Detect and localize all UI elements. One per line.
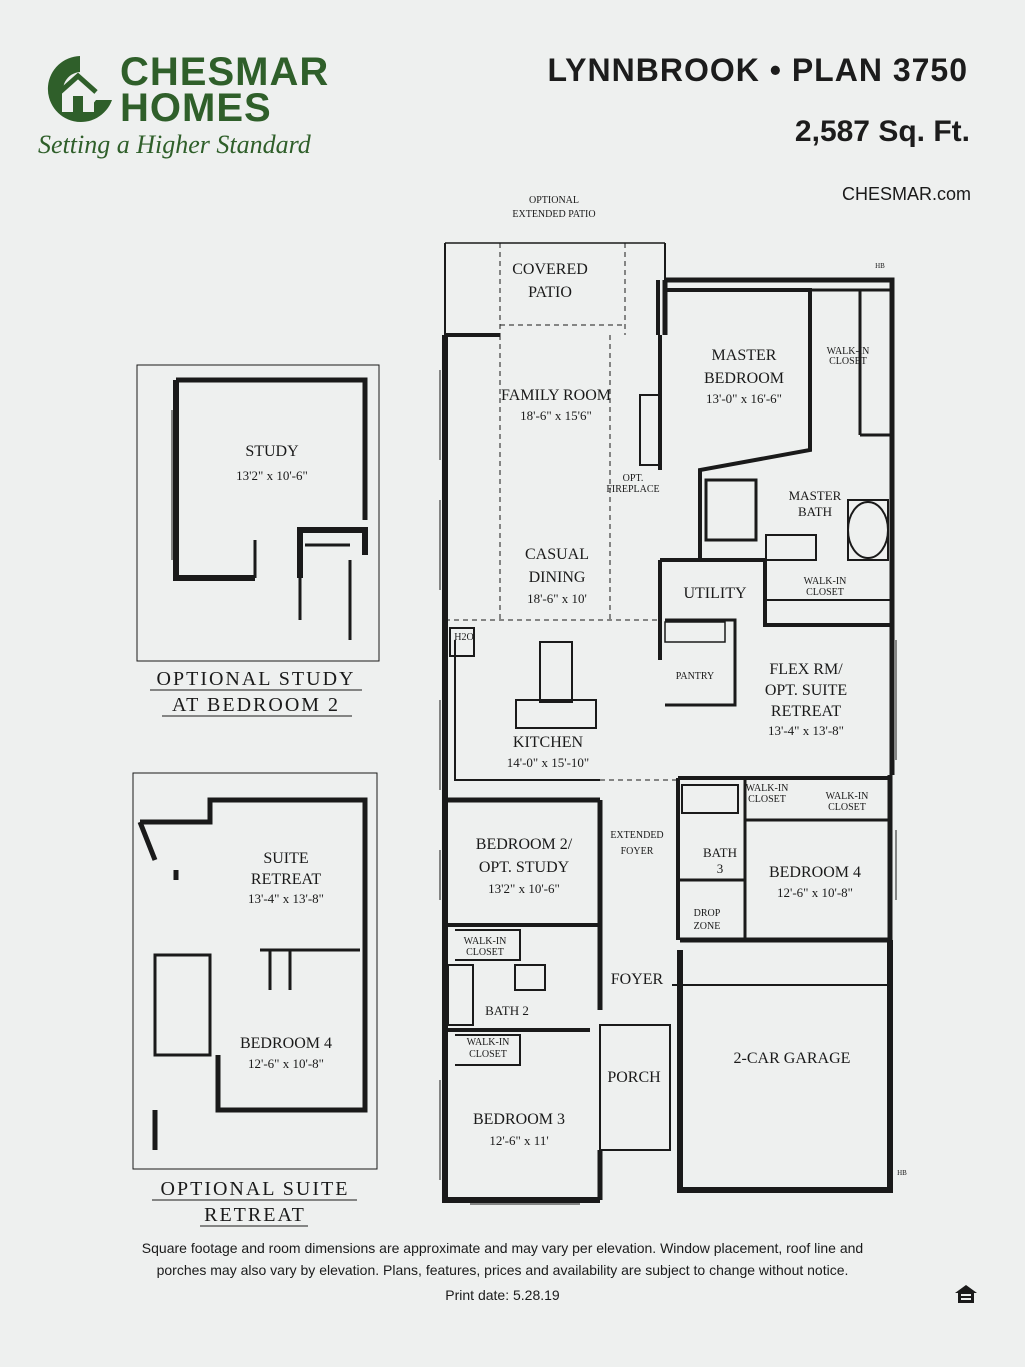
bedroom2-dims: 13'2" x 10'-6" (488, 881, 560, 896)
opt-suite-name-1: SUITE (263, 850, 308, 867)
walkin-b-label-1: WALK-IN (826, 791, 869, 802)
optional-patio-label-1: OPTIONAL (529, 195, 579, 206)
opt-suite-caption-2: RETREAT (204, 1204, 306, 1226)
flex-room-name-3: RETREAT (771, 703, 841, 720)
opt-study-name: STUDY (245, 443, 299, 460)
porch-label: PORCH (607, 1069, 661, 1086)
master-bath-label-2: BATH (798, 504, 832, 519)
print-date: Print date: 5.28.19 (445, 1287, 560, 1303)
brand-name-line1: CHESMAR (120, 50, 330, 94)
bedroom3-name: BEDROOM 3 (473, 1111, 565, 1128)
plan-title: LYNNBROOK • PLAN 3750 (547, 52, 968, 88)
kitchen-name: KITCHEN (513, 734, 584, 751)
brand-logo: CHESMAR HOMES (40, 50, 340, 170)
bedroom3-dims: 12'-6" x 11' (489, 1133, 548, 1148)
master-bedroom-dims: 13'-0" x 16'-6" (706, 391, 782, 406)
fireplace-label-2: FIREPLACE (606, 484, 659, 495)
h2o-label: H2O (454, 632, 473, 643)
walkin-closet2-label-1: WALK-IN (804, 576, 847, 587)
opt-study-caption-2: AT BEDROOM 2 (172, 694, 340, 716)
bedroom4-dims: 12'-6" x 10'-8" (777, 885, 853, 900)
bath2-label: BATH 2 (485, 1003, 529, 1018)
casual-dining-name-2: DINING (529, 569, 586, 586)
casual-dining-name-1: CASUAL (525, 546, 589, 563)
opt-suite-bedroom-dims: 12'-6" x 10'-8" (248, 1056, 324, 1071)
extended-foyer-label-1: EXTENDED (610, 830, 663, 841)
hose-bib-top-label: HB (875, 262, 885, 270)
brand-name-line2: HOMES (120, 86, 272, 130)
bedroom2-name-2: OPT. STUDY (479, 859, 570, 876)
opt-suite-dims: 13'-4" x 13'-8" (248, 891, 324, 906)
plan-sqft: 2,587 Sq. Ft. (794, 115, 970, 148)
optional-suite-inset (132, 772, 378, 1170)
utility-label: UTILITY (683, 585, 747, 602)
opt-suite-caption-1: OPTIONAL SUITE (161, 1178, 350, 1200)
walkin-d-label-1: WALK-IN (467, 1037, 510, 1048)
master-bedroom-name-2: BEDROOM (704, 370, 784, 387)
brand-tagline: Setting a Higher Standard (38, 130, 311, 159)
walkin-b-label-2: CLOSET (828, 802, 866, 813)
walkin-c-label-1: WALK-IN (464, 936, 507, 947)
fireplace-label-1: OPT. (623, 473, 644, 484)
walkin-a-label-1: WALK-IN (746, 783, 789, 794)
opt-suite-bedroom-name: BEDROOM 4 (240, 1035, 332, 1052)
walkin-closet2-label-2: CLOSET (806, 587, 844, 598)
opt-study-dims: 13'2" x 10'-6" (236, 468, 308, 483)
extended-foyer-label-2: FOYER (621, 846, 654, 857)
covered-patio-label-1: COVERED (512, 261, 588, 278)
bath3-label-1: BATH (703, 845, 737, 860)
flex-room-dims: 13'-4" x 13'-8" (768, 723, 844, 738)
kitchen-dims: 14'-0" x 15'-10" (507, 755, 589, 770)
foyer-label: FOYER (611, 971, 664, 988)
master-closet-label-2: CLOSET (829, 356, 867, 367)
drop-zone-label-1: DROP (694, 908, 721, 919)
disclaimer-line1: Square footage and room dimensions are a… (141, 1240, 864, 1256)
master-closet-label-1: WALK-IN (827, 346, 870, 357)
bedroom2-name-1: BEDROOM 2/ (476, 836, 573, 853)
family-room-name: FAMILY ROOM (501, 387, 611, 404)
walkin-a-label-2: CLOSET (748, 794, 786, 805)
optional-study-inset (136, 364, 380, 662)
flex-room-name-1: FLEX RM/ (769, 661, 843, 678)
opt-study-caption-1: OPTIONAL STUDY (157, 668, 356, 690)
walkin-d-label-2: CLOSET (469, 1049, 507, 1060)
master-bath-label-1: MASTER (789, 488, 842, 503)
family-room-dims: 18'-6" x 15'6" (520, 408, 592, 423)
flex-room-name-2: OPT. SUITE (765, 682, 847, 699)
drop-zone-label-2: ZONE (694, 921, 721, 932)
house-c-logo-icon (47, 56, 112, 122)
hose-bib-bottom-label: HB (897, 1169, 907, 1177)
pantry-label: PANTRY (676, 671, 715, 682)
website: CHESMAR.com (841, 184, 971, 204)
garage-label: 2-CAR GARAGE (734, 1050, 851, 1067)
equal-housing-opportunity-icon (955, 1285, 977, 1303)
bedroom4-name: BEDROOM 4 (769, 864, 861, 881)
walkin-c-label-2: CLOSET (466, 947, 504, 958)
covered-patio-label-2: PATIO (528, 284, 572, 301)
optional-patio-label-2: EXTENDED PATIO (512, 209, 595, 220)
bath3-label-2: 3 (717, 861, 724, 876)
opt-suite-name-2: RETREAT (251, 871, 321, 888)
casual-dining-dims: 18'-6" x 10' (527, 591, 587, 606)
master-bedroom-name-1: MASTER (712, 347, 777, 364)
disclaimer-line2: porches may also vary by elevation. Plan… (156, 1262, 849, 1278)
